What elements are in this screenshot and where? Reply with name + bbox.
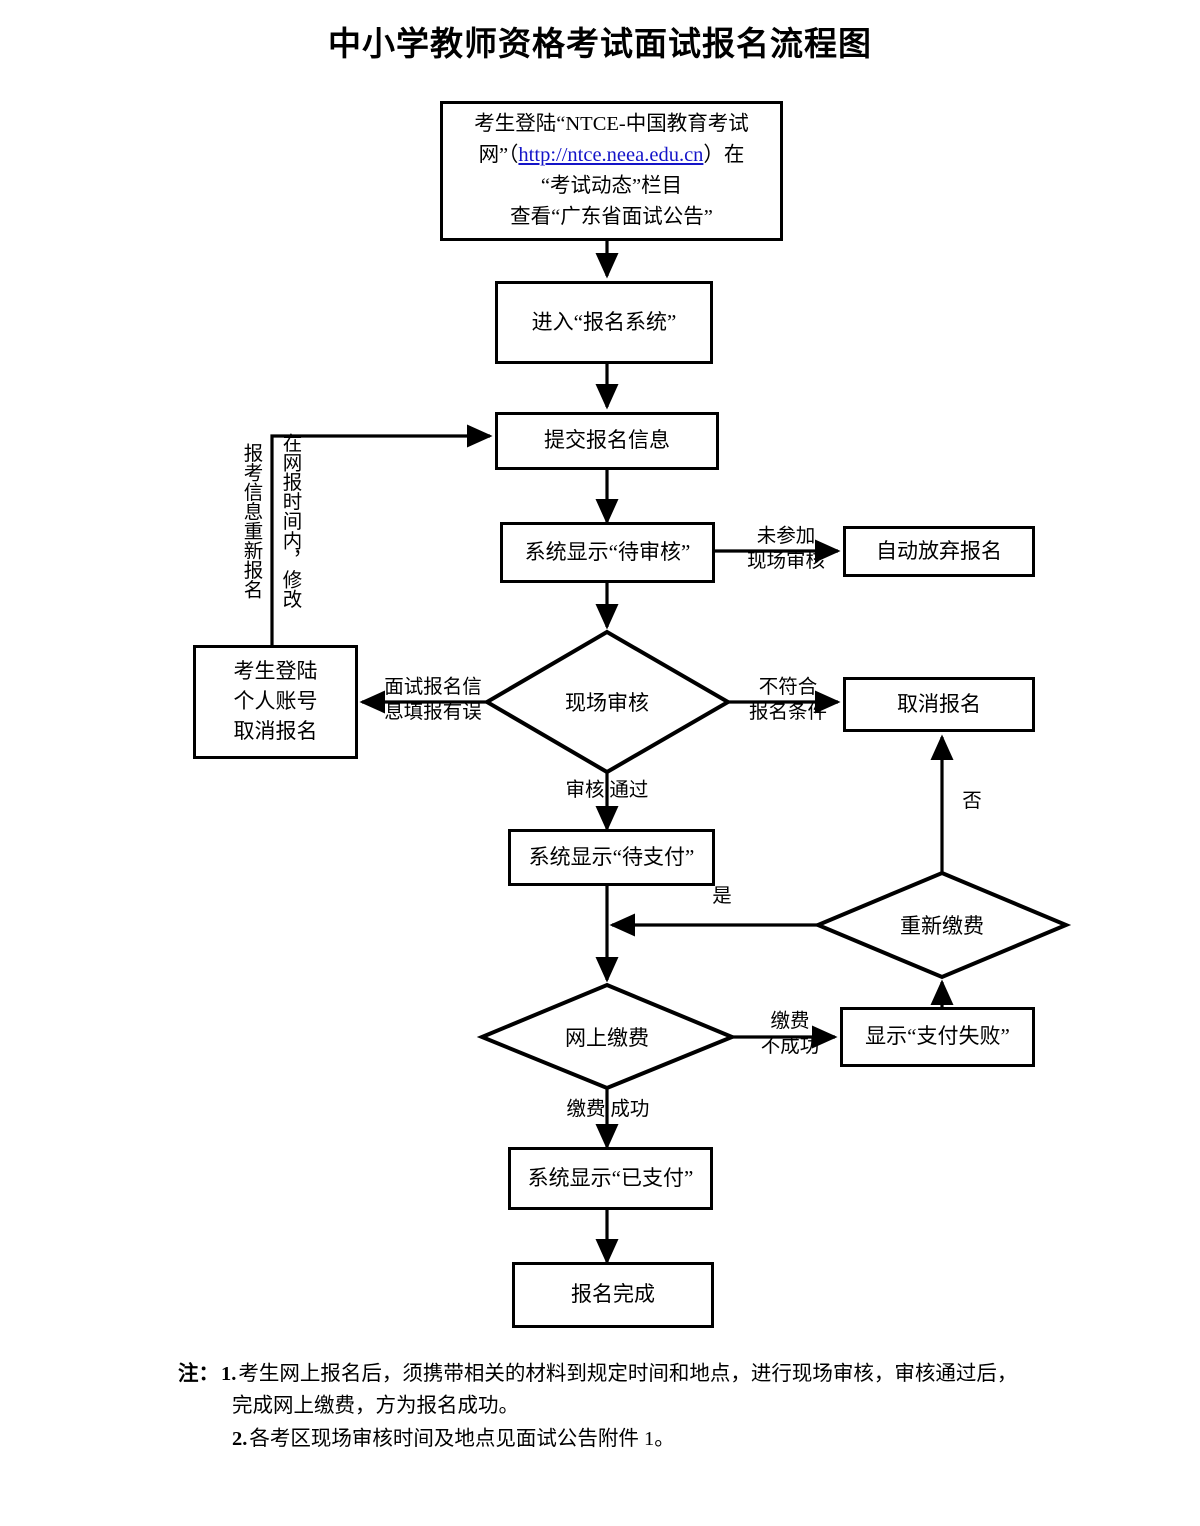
node-cancel-registration: 取消报名 [843, 677, 1035, 732]
page-title: 中小学教师资格考试面试报名流程图 [328, 27, 872, 63]
login-portal-line2-post: ）在 [703, 143, 745, 166]
login-portal-line1: 考生登陆“NTCE-中国教育考试 [474, 112, 749, 135]
node-submit-info: 提交报名信息 [495, 412, 719, 470]
login-portal-line2-pre: 网”（ [478, 143, 519, 166]
node-status-pending-review: 系统显示“待审核” [500, 522, 715, 583]
status-paid-label: 系统显示“已支付” [527, 1165, 694, 1190]
edge-label-review-passed: 审核 通过 [565, 780, 649, 801]
node-onsite-review: 现场审核 [527, 686, 687, 718]
note-row-1: 注： 1. 考生网上报名后，须携带相关的材料到规定时间和地点，进行现场审核，审核… [178, 1358, 1068, 1390]
footer-notes: 注： 1. 考生网上报名后，须携带相关的材料到规定时间和地点，进行现场审核，审核… [178, 1358, 1068, 1455]
node-cancel-by-candidate: 考生登陆 个人账号 取消报名 [193, 645, 358, 759]
node-pay-failed: 显示“支付失败” [840, 1007, 1035, 1067]
repay-decision-label: 重新缴费 [900, 914, 984, 938]
edge-label-info-error: 面试报名信 息填报有误 [384, 677, 482, 724]
onsite-review-diamond-shape [483, 629, 732, 775]
login-portal-line4: 查看“广东省面试公告” [510, 206, 713, 229]
note-1-line-2: 完成网上缴费，方为报名成功。 [232, 1395, 519, 1418]
node-enter-system: 进入“报名系统” [495, 281, 713, 364]
repay-decision-diamond-shape [812, 870, 1072, 980]
edge-label-repay-no: 否 [962, 791, 982, 812]
edge-label-reapply-vertical: 报考信息重新报名 [240, 443, 262, 599]
note-2-line-1: 各考区现场审核时间及地点见面试公告附件 1。 [249, 1427, 675, 1450]
note-1-line-1: 考生网上报名后，须携带相关的材料到规定时间和地点，进行现场审核，审核通过后， [238, 1363, 1018, 1385]
pay-failed-label: 显示“支付失败” [865, 1024, 1010, 1049]
edge-label-repay-yes: 是 [712, 886, 732, 907]
node-repay-decision: 重新缴费 [862, 909, 1022, 941]
enter-system-label: 进入“报名系统” [531, 309, 677, 334]
note-1-number: 1. [221, 1363, 237, 1385]
status-pending-pay-label: 系统显示“待支付” [528, 844, 695, 869]
ntce-url-link[interactable]: http://ntce.neea.edu.cn [518, 143, 704, 166]
auto-abandon-label: 自动放弃报名 [876, 538, 1002, 563]
node-auto-abandon: 自动放弃报名 [843, 526, 1035, 577]
notes-prefix: 注： [178, 1363, 219, 1385]
submit-info-label: 提交报名信息 [544, 428, 670, 453]
node-online-pay: 网上缴费 [527, 1021, 687, 1053]
login-portal-line3: “考试动态”栏目 [540, 175, 683, 197]
note-row-2: 2. 各考区现场审核时间及地点见面试公告附件 1。 [178, 1423, 1068, 1455]
note-row-1-cont: 完成网上缴费，方为报名成功。 [178, 1390, 1068, 1422]
node-status-paid: 系统显示“已支付” [508, 1147, 713, 1210]
cancel-by-candidate-label: 考生登陆 个人账号 取消报名 [233, 659, 318, 743]
edge-label-modify-vertical: 在网报时间内，修改 [279, 433, 301, 609]
online-pay-diamond-shape [476, 982, 738, 1091]
onsite-review-label: 现场审核 [565, 691, 649, 715]
cancel-registration-label: 取消报名 [897, 691, 981, 716]
login-portal-text: 考生登陆“NTCE-中国教育考试 网”（http://ntce.neea.edu… [468, 109, 754, 234]
edge-label-pay-failed: 缴费 不成功 [760, 1011, 820, 1058]
edge-cancel-candidate-to-submit [270, 424, 493, 645]
status-pending-review-label: 系统显示“待审核” [524, 539, 691, 564]
node-status-pending-pay: 系统显示“待支付” [508, 829, 715, 886]
node-registration-done: 报名完成 [512, 1262, 714, 1328]
note-2-number: 2. [232, 1427, 248, 1450]
online-pay-label: 网上缴费 [565, 1026, 649, 1050]
edge-label-pay-success: 缴费 成功 [566, 1099, 650, 1120]
node-login-portal: 考生登陆“NTCE-中国教育考试 网”（http://ntce.neea.edu… [440, 101, 783, 241]
edge-label-not-attend-onsite: 未参加 现场审核 [746, 526, 825, 573]
registration-done-label: 报名完成 [571, 1282, 655, 1307]
edge-label-not-qualified: 不符合 报名条件 [748, 677, 827, 724]
